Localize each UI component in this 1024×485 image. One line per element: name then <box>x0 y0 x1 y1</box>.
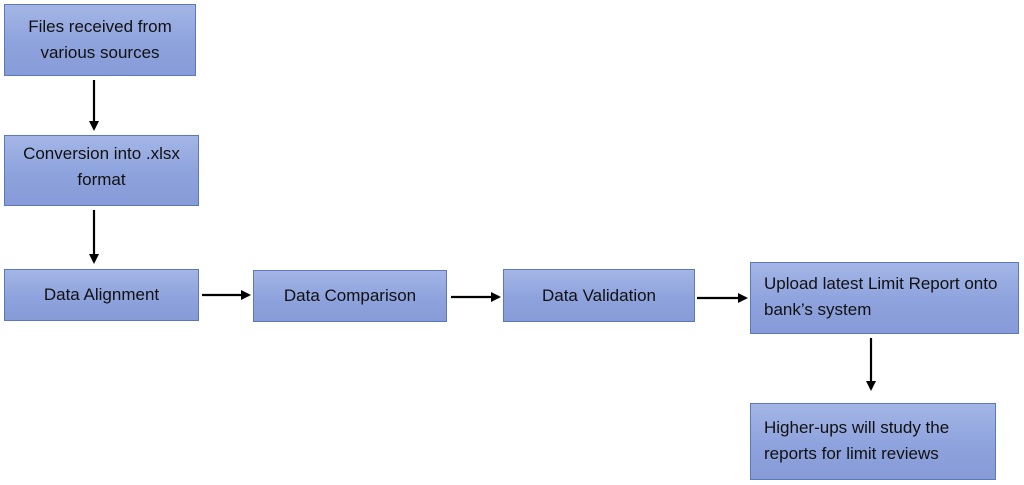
node-data-comparison-label: Data Comparison <box>283 286 417 305</box>
node-data-comparison: Data Comparison <box>253 270 447 322</box>
node-data-validation: Data Validation <box>503 269 695 322</box>
node-conversion-label: Conversion into .xlsx format <box>23 144 180 189</box>
node-files-received-label: Files received from various sources <box>28 17 172 62</box>
node-limit-review: Higher-ups will study the reports for li… <box>750 403 996 480</box>
node-limit-review-label: Higher-ups will study the reports for li… <box>764 418 950 463</box>
node-upload-report-label: Upload latest Limit Report onto bank’s s… <box>764 274 998 319</box>
node-files-received: Files received from various sources <box>4 4 196 76</box>
node-upload-report: Upload latest Limit Report onto bank’s s… <box>750 262 1019 334</box>
node-conversion: Conversion into .xlsx format <box>4 135 199 206</box>
node-data-alignment: Data Alignment <box>4 269 199 321</box>
node-data-validation-label: Data Validation <box>541 285 657 305</box>
node-data-alignment-label: Data Alignment <box>43 285 160 304</box>
